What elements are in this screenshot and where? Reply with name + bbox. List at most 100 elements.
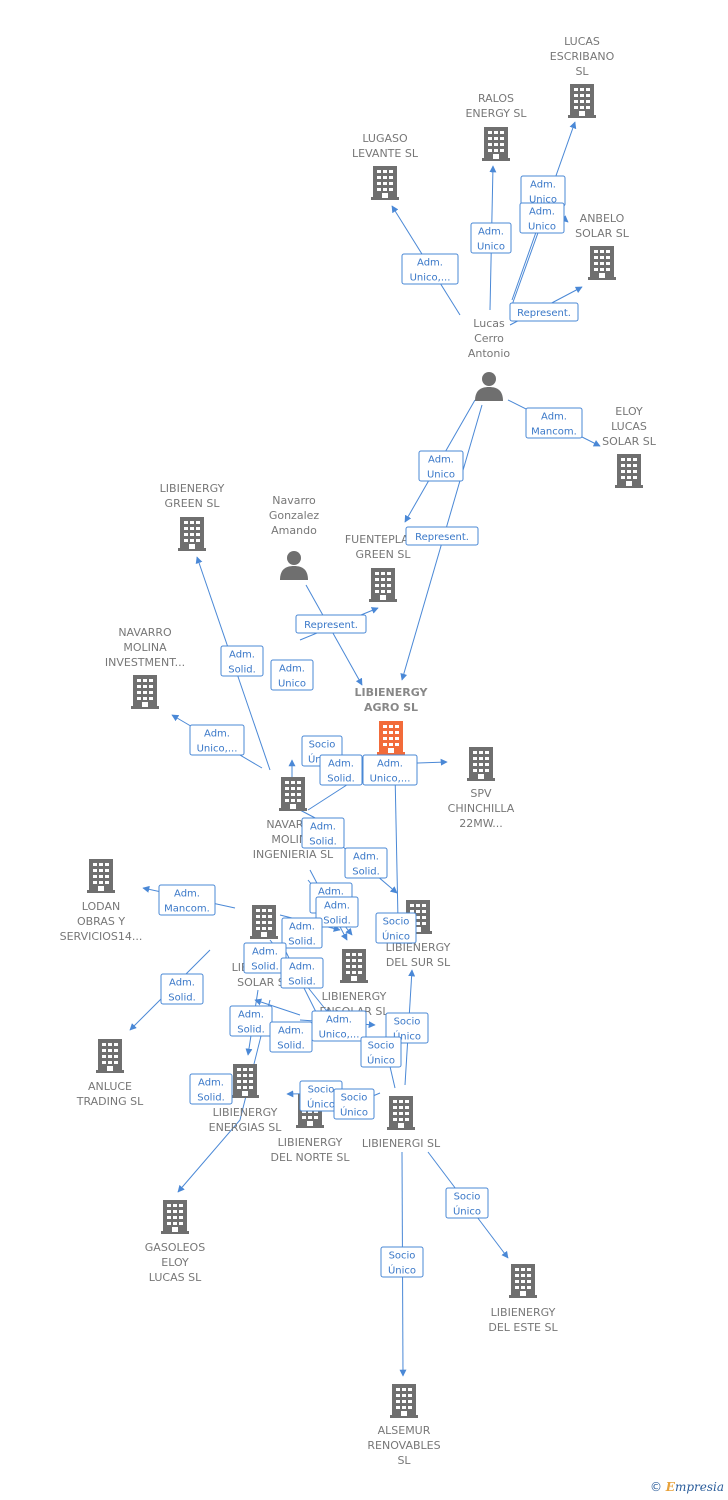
node-label: TRADING SL	[76, 1095, 144, 1108]
edge-label[interactable]: Adm.Unico	[418, 450, 464, 482]
edge-label[interactable]: Adm.Unico,...	[311, 1010, 367, 1042]
edge-label-text: Unico,...	[197, 744, 238, 755]
node-label: FUENTEPLATA	[345, 533, 422, 546]
node-libienergy-del-este[interactable]: LIBIENERGY DEL ESTE SL	[488, 1264, 558, 1334]
edge-label[interactable]: Adm.Unico,...	[401, 253, 459, 285]
edge-label[interactable]: Adm.Unico	[270, 659, 314, 691]
edge-label[interactable]: Adm.Solid.	[269, 1021, 313, 1053]
edge-label[interactable]: Adm.Solid.	[220, 645, 264, 677]
node-navarro-molina-inv[interactable]: NAVARROMOLINAINVESTMENT...	[105, 626, 185, 709]
edge-labels-layer: Adm.UnicoAdm.UnicoAdm.UnicoAdm.Unico,...…	[158, 175, 583, 1278]
edge-label-text: Adm.	[353, 852, 379, 863]
edge-label[interactable]: Adm.Unico	[519, 202, 565, 234]
node-label: DEL ESTE SL	[488, 1321, 558, 1334]
edge-label-text: Socio	[394, 1017, 421, 1028]
node-label: ALSEMUR	[378, 1424, 431, 1437]
edge-label[interactable]: Adm.Solid.	[281, 917, 323, 949]
node-label: 22MW...	[459, 817, 503, 830]
edge-label-text: Socio	[389, 1251, 416, 1262]
edge-label[interactable]: Adm.Solid.	[301, 817, 345, 849]
node-label: LIBIENERGY	[160, 482, 225, 495]
edge-label[interactable]: Adm.Unico,...	[189, 724, 245, 756]
edge-label-text: Represent.	[415, 532, 469, 543]
edge-label[interactable]: Adm.Unico	[520, 175, 566, 207]
node-fuenteplata[interactable]: FUENTEPLATA GREEN SL	[345, 533, 422, 602]
node-libienergi[interactable]: LIBIENERGI SL	[362, 1096, 441, 1150]
node-label: LIBIENERGY	[491, 1306, 556, 1319]
node-label: Antonio	[468, 347, 511, 360]
node-label: NAVARRO	[118, 626, 172, 639]
node-spv-chinchilla[interactable]: SPVCHINCHILLA22MW...	[448, 747, 515, 830]
edge-label-text: Adm.	[541, 412, 567, 423]
edge-label[interactable]: Represent.	[509, 302, 579, 322]
node-label: CHINCHILLA	[448, 802, 515, 815]
edge-label-text: Unico,...	[319, 1030, 360, 1041]
node-libienergy-ensolar[interactable]: LIBIENERGYENSOLAR SL	[320, 949, 390, 1018]
edge-label[interactable]: Adm.Solid.	[160, 973, 204, 1005]
edge-label[interactable]: Adm.Solid.	[344, 847, 388, 879]
edge-line	[305, 584, 363, 686]
edge-label[interactable]: Adm.Solid.	[243, 942, 287, 974]
edge-label-text: Socio	[368, 1041, 395, 1052]
node-label: Gonzalez	[269, 509, 320, 522]
node-label: AGRO SL	[364, 701, 418, 714]
edge-label[interactable]: Adm.Solid.	[189, 1073, 233, 1105]
node-label: LUCAS	[564, 35, 600, 48]
building-icon	[371, 166, 399, 200]
building-icon	[615, 454, 643, 488]
edge-label[interactable]: Represent.	[295, 614, 367, 634]
edge-label[interactable]: Adm.Mancom.	[525, 407, 583, 439]
edge-label[interactable]: Adm.Mancom.	[158, 884, 216, 916]
building-icon	[588, 246, 616, 280]
node-label: SOLAR SL	[575, 227, 630, 240]
edge-label[interactable]: Adm.Unico,...	[362, 754, 418, 786]
edge-label[interactable]: Adm.Solid.	[315, 896, 359, 928]
empresia-watermark[interactable]: © Empresia	[650, 1480, 724, 1494]
edge-label-text: Único	[340, 1106, 368, 1119]
node-label: GREEN SL	[356, 548, 412, 561]
building-icon	[87, 859, 115, 893]
node-label: GASOLEOS	[145, 1241, 205, 1254]
node-label: SL	[575, 65, 589, 78]
edge-label-text: Adm.	[289, 962, 315, 973]
edge-label[interactable]: Adm.Unico	[470, 222, 512, 254]
edge-label[interactable]: Represent.	[405, 526, 479, 546]
edge-label[interactable]: Adm.Solid.	[319, 754, 363, 786]
node-label: LODAN	[82, 900, 120, 913]
node-label: LIBIENERGI SL	[362, 1137, 441, 1150]
edge-label[interactable]: Adm.Solid.	[229, 1005, 273, 1037]
edge-label-text: Socio	[341, 1093, 368, 1104]
building-icon	[178, 517, 206, 551]
building-icon	[340, 949, 368, 983]
building-icon	[250, 905, 278, 939]
edge-label[interactable]: Adm.Solid.	[280, 957, 324, 989]
edge-label-text: Único	[307, 1098, 335, 1111]
node-label: LIBIENERGY	[278, 1136, 343, 1149]
building-icon	[482, 127, 510, 161]
edge-line	[391, 771, 399, 921]
